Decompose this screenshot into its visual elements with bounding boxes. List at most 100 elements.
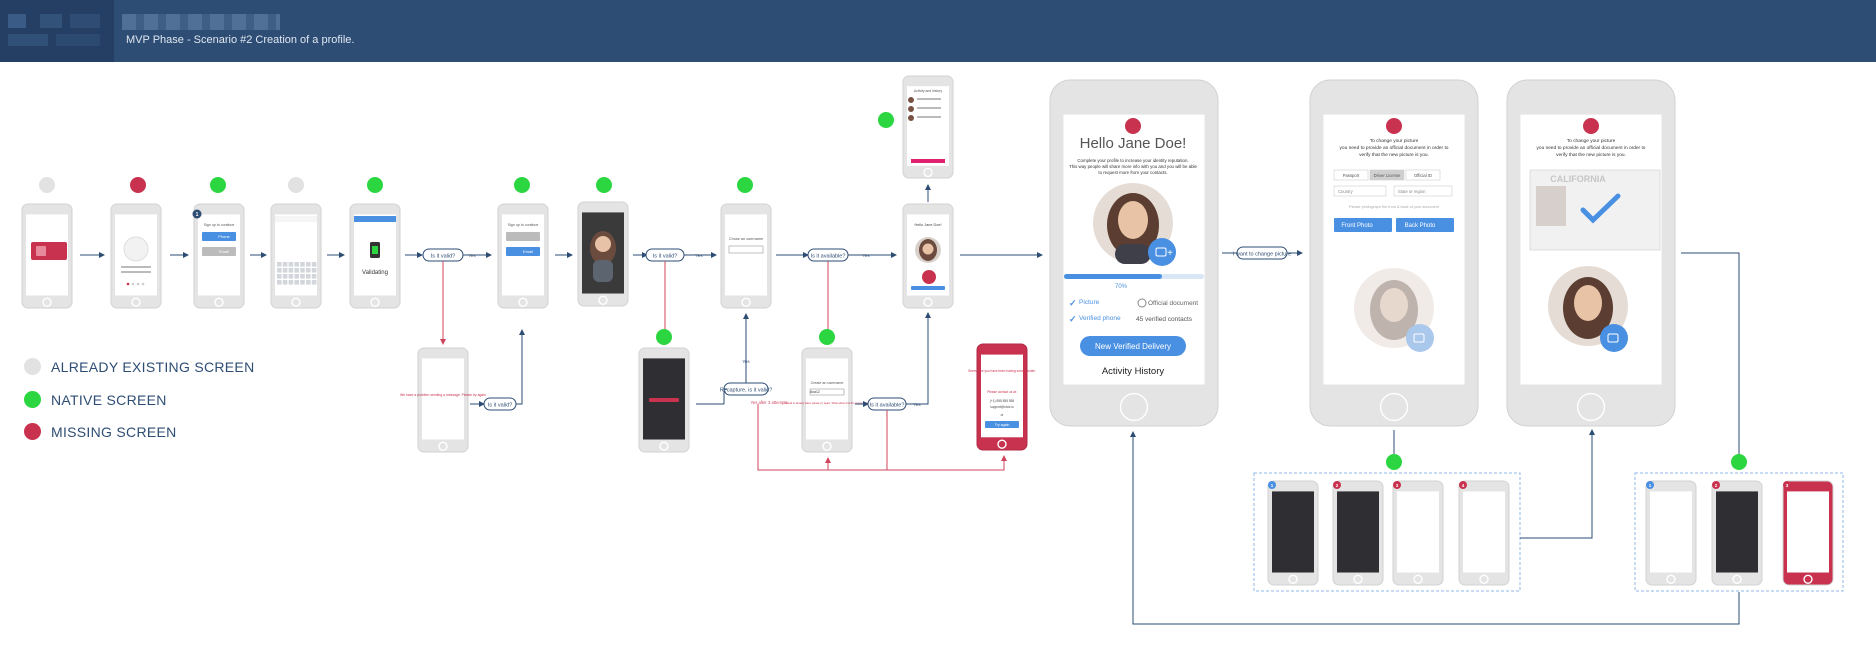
change-2-camera-button xyxy=(1600,324,1628,352)
capture-2-screen-2-home-button xyxy=(1732,574,1742,584)
screen-choose-username-home-button xyxy=(741,297,751,307)
activity-avatar xyxy=(908,115,914,121)
screen-profile-main-home-button xyxy=(1119,392,1149,422)
screen-change-picture-1-line-3: verify that the new picture is you. xyxy=(1359,152,1429,158)
arrow-back-to-profile xyxy=(1130,431,1740,625)
screen-error-camera xyxy=(638,347,690,453)
profile-official-doc: Official document xyxy=(1148,300,1198,307)
check-icon-picture: ✓ xyxy=(1069,298,1077,308)
screen-profile-main: Hello Jane Doe!Complete your profile to … xyxy=(1049,79,1219,427)
camera-icon xyxy=(1155,247,1167,257)
activity-small-title: Activity and history xyxy=(914,89,943,93)
hello-small-face xyxy=(922,243,934,255)
keyboard-key xyxy=(277,280,282,285)
onboarding-illustration xyxy=(123,236,149,262)
capture-1-screen-4-badge-num: 4 xyxy=(1462,483,1465,488)
profile-subtitle-3: to request more from your contacts. xyxy=(1098,170,1167,175)
new-verified-delivery-button xyxy=(1080,336,1186,356)
profile-progress-label: 70% xyxy=(1115,284,1128,290)
arrow-to-recaptcha xyxy=(723,388,727,404)
profile-camera-button xyxy=(1148,238,1176,266)
doc-hint: Please photograph the front & back of yo… xyxy=(1349,205,1440,209)
create-username-input xyxy=(809,388,845,396)
doc-tab-0 xyxy=(1333,169,1369,181)
activity-line xyxy=(917,116,941,118)
decision-available-2-label: Is it available? xyxy=(870,403,905,409)
activity-line xyxy=(917,107,941,109)
keyboard-key xyxy=(300,268,305,273)
status-dot-sms xyxy=(288,177,304,193)
status-dot-create-username xyxy=(819,329,835,345)
capture-1-screen-3-badge-num: 3 xyxy=(1396,483,1399,488)
create-username-title: Create an username xyxy=(811,381,844,385)
arrow-capture-1-to-change-2 xyxy=(1520,429,1595,539)
screen-sign-up-1-home-button xyxy=(214,297,224,307)
legend-missing-label: MISSING SCREEN xyxy=(51,423,177,440)
keyboard-key xyxy=(306,280,311,285)
decision-want-change-label: I want to change picture xyxy=(1233,252,1291,258)
keyboard-key xyxy=(311,268,317,273)
capture-1-screen-1: 1 xyxy=(1267,480,1319,586)
capture-2-screen-1: 1 xyxy=(1645,480,1697,586)
validating-label: Validating xyxy=(362,270,388,276)
capture-2-screen-2-badge-num: 2 xyxy=(1715,483,1718,488)
capture-1-screen-2-screen xyxy=(1337,491,1379,573)
status-dot-profile xyxy=(1125,118,1141,134)
capture-1-screen-1-badge xyxy=(1268,481,1276,489)
change-1-camera-button xyxy=(1406,324,1434,352)
status-dot-activity xyxy=(878,112,894,128)
activity-line xyxy=(917,98,941,100)
profile-verified-phone: Verified phone xyxy=(1079,315,1121,322)
decision-valid-1: Is it valid? xyxy=(422,248,464,262)
oops-contact: Please contact us at: xyxy=(987,390,1017,394)
keyboard-key xyxy=(282,268,288,273)
screen-create-username-screen xyxy=(806,358,848,440)
launch-card-icon xyxy=(36,246,46,256)
step-badge-1 xyxy=(192,209,202,219)
arrow-back-sign-up xyxy=(516,329,525,405)
capture-2-screen-2-screen xyxy=(1716,491,1758,573)
capture-2-screen-3-badge-num: 3 xyxy=(1786,483,1789,488)
license-photo xyxy=(1536,186,1566,226)
keyboard-key xyxy=(282,274,288,279)
keyboard-key xyxy=(306,262,311,267)
capture-2-screen-3-screen xyxy=(1787,491,1829,573)
legend-existing-label: ALREADY EXISTING SCREEN xyxy=(51,358,255,375)
screen-change-picture-2-line-2: you need to provide an official document… xyxy=(1537,145,1646,151)
keyboard-key xyxy=(288,268,294,273)
keyboard-key xyxy=(311,274,317,279)
screen-problem-screen xyxy=(422,358,464,440)
check-icon-phone: ✓ xyxy=(1069,314,1077,324)
keyboard-key xyxy=(282,262,288,267)
hello-small-title: Hello Jane Doe! xyxy=(914,223,941,227)
header-bar: MVP Phase - Scenario #2 Creation of a pr… xyxy=(0,0,1876,62)
screen-selfie-home-button xyxy=(598,295,608,305)
status-dot-onboarding xyxy=(130,177,146,193)
keyboard-key xyxy=(306,274,311,279)
capture-1-screen-4-screen xyxy=(1463,491,1505,573)
status-dot-launch xyxy=(39,177,55,193)
screen-problem-home-button xyxy=(438,441,448,451)
keyboard-key xyxy=(288,274,294,279)
state-label: State or region xyxy=(1398,189,1426,194)
sign-up-email-btn xyxy=(202,247,236,256)
capture-1-screen-1-home-button xyxy=(1288,574,1298,584)
activity-history-label: Activity History xyxy=(1102,366,1165,377)
keyboard-key xyxy=(288,280,294,285)
change-2-camera-icon xyxy=(1607,333,1619,343)
screen-change-picture-1-home-button xyxy=(1379,392,1409,422)
after-attempts: Yes after 3 attempts xyxy=(750,400,787,405)
capture-1-screen-2-home-button xyxy=(1353,574,1363,584)
doc-tab-label-0: Passport xyxy=(1343,173,1360,178)
screen-hello-small-home-button xyxy=(923,297,933,307)
screen-oops-home-button xyxy=(997,439,1007,449)
doc-tab-label-1: Driver License xyxy=(1374,173,1401,178)
selfie-body xyxy=(593,260,613,282)
screen-problem: We have a problem sending a message. Ple… xyxy=(400,347,486,453)
screen-change-picture-1-line-2: you need to provide an official document… xyxy=(1340,145,1449,151)
profile-picture-label: Picture xyxy=(1079,299,1100,306)
screen-change-picture-2-line-1: To change your picture xyxy=(1567,138,1616,144)
new-verified-delivery-label: New Verified Delivery xyxy=(1095,342,1171,351)
